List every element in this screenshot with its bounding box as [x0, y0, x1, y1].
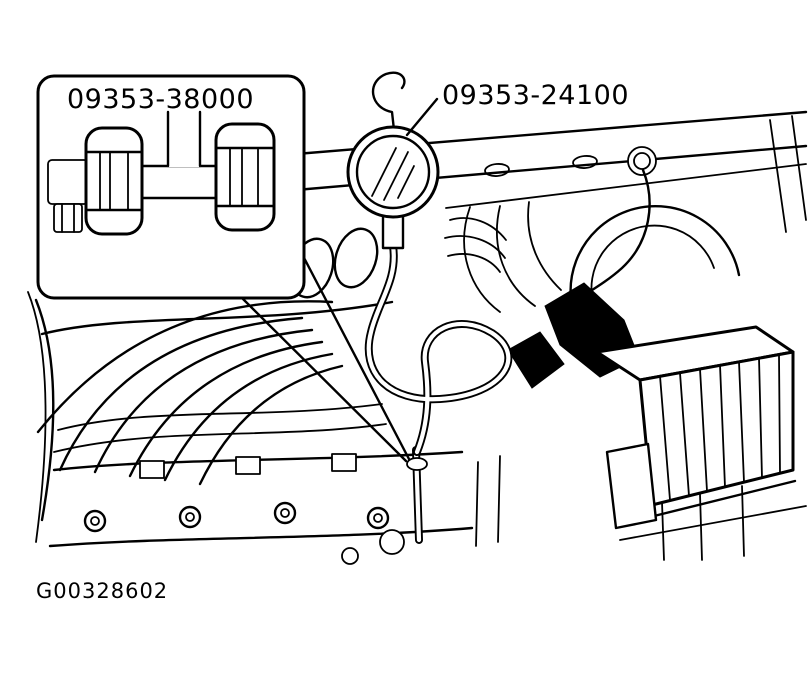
plenum-port — [333, 227, 379, 289]
cowl-hole — [484, 163, 510, 177]
cover-bolt — [83, 509, 107, 533]
intake-manifold — [36, 227, 379, 486]
gauge-label-leader — [405, 97, 439, 137]
valve-cover — [48, 450, 474, 548]
engine-center-detail — [341, 217, 507, 565]
tool-coupler-right — [214, 122, 276, 232]
tool-coupler-left — [84, 126, 144, 236]
cover-bolt — [366, 506, 390, 530]
callout-pointer — [238, 252, 412, 463]
spark-plug-wires — [40, 300, 394, 453]
plug-tower — [139, 460, 165, 479]
tool-nut — [53, 203, 83, 233]
engine-block-right — [605, 442, 807, 561]
plug-tower — [235, 456, 261, 475]
tool-callout — [36, 74, 306, 300]
cover-bolt — [178, 505, 202, 529]
gauge-stem — [381, 214, 405, 250]
cover-bolt — [273, 501, 297, 525]
plug-tower — [331, 453, 357, 472]
air-cleaner-box — [595, 325, 797, 518]
gauge-face-inner — [355, 134, 431, 210]
adapter-part-number-label: 09353-38000 — [67, 84, 255, 115]
gauge-part-number-label: 09353-24100 — [442, 80, 630, 111]
pressure-gauge — [346, 71, 440, 250]
left-fender — [27, 291, 55, 543]
engine-hoses — [463, 201, 562, 313]
gauge-hook-icon — [371, 71, 406, 132]
gauge-face-outer — [346, 125, 440, 219]
hose-connector — [406, 457, 428, 471]
shadow-area-small — [507, 331, 565, 389]
adapter-tool-drawing — [47, 110, 276, 236]
grommet — [627, 146, 657, 176]
cowl-hole — [572, 155, 598, 169]
gauge-hose — [364, 242, 513, 471]
figure-id-label: G00328602 — [36, 579, 169, 603]
